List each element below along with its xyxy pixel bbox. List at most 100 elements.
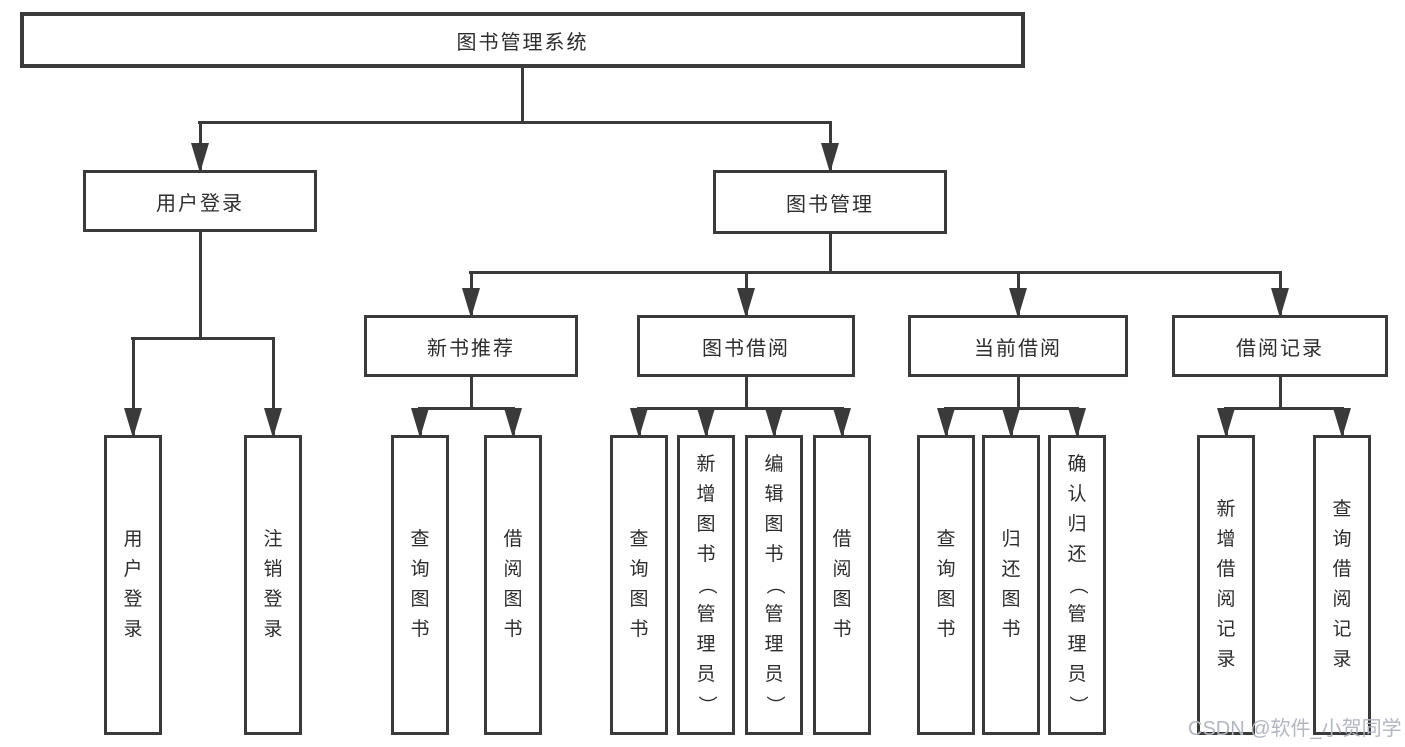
csdn-watermark: CSDN @软件_小贺同学	[1188, 718, 1402, 740]
connector-hline	[637, 406, 844, 410]
vertical-char: ）	[764, 695, 785, 715]
connector-vline	[131, 338, 135, 435]
vertical-char: 阅	[503, 559, 523, 580]
vertical-char: 书	[629, 619, 649, 640]
leaf-add-book-admin-label: 新增图书 （ 管理员 ）	[680, 438, 732, 732]
connector-vline	[469, 375, 473, 408]
leaf-add-book-admin: 新增图书 （ 管理员 ）	[677, 435, 735, 735]
leaf-edit-book-admin: 编辑图书（管理员）	[745, 435, 803, 735]
arrow-down-icon	[191, 143, 209, 173]
vertical-char: 图	[832, 589, 852, 610]
connector-hline	[131, 336, 275, 340]
vertical-char: 还	[1067, 544, 1087, 565]
vertical-char: 注	[263, 529, 283, 550]
vertical-char: 登	[123, 589, 143, 610]
connector-vline	[744, 375, 748, 408]
arrow-down-icon	[630, 408, 648, 438]
leaf-confirm-return-admin-label: 确认归还（管理员）	[1051, 438, 1103, 732]
connector-vline	[1016, 375, 1020, 408]
vertical-char: ）	[1067, 695, 1088, 715]
arrow-down-icon	[1217, 408, 1235, 438]
arrow-down-icon	[124, 408, 142, 438]
arrow-down-icon	[462, 288, 480, 318]
vertical-char: 书	[936, 619, 956, 640]
vertical-char: 理	[696, 634, 716, 655]
vertical-char: 查	[629, 529, 649, 550]
vertical-char: 管	[1067, 604, 1087, 625]
connector-vline	[828, 234, 832, 272]
connector-vline	[198, 232, 202, 338]
vertical-char: 书	[764, 544, 784, 565]
vertical-char: 阅	[1332, 589, 1352, 610]
leaf-user-login: 用户登录	[104, 435, 162, 735]
leaf-edit-book-admin-label: 编辑图书（管理员）	[748, 438, 800, 732]
vertical-char: 借	[832, 529, 852, 550]
leaf-add-borrow-record-label: 新增借阅记录	[1200, 438, 1252, 732]
arrow-down-icon	[1271, 288, 1289, 318]
arrow-down-icon	[1333, 408, 1351, 438]
vertical-char: 图	[764, 514, 784, 535]
arrow-down-icon	[765, 408, 783, 438]
arrow-down-icon	[697, 408, 715, 438]
vertical-char: 查	[410, 529, 430, 550]
leaf-borrow-books: 借阅图书	[813, 435, 871, 735]
arrow-down-icon	[821, 143, 839, 173]
vertical-char: 员	[1067, 664, 1087, 685]
vertical-char: ）	[696, 695, 717, 715]
leaf-logout-label: 注销登录	[247, 438, 299, 732]
vertical-char: 书	[696, 544, 716, 565]
vertical-char: 新	[696, 454, 716, 475]
vertical-char: 记	[1332, 619, 1352, 640]
node-current-borrow: 当前借阅	[908, 315, 1128, 377]
connector-hline	[198, 120, 832, 124]
leaf-user-login-label: 用户登录	[107, 438, 159, 732]
vertical-char: 还	[1001, 559, 1021, 580]
vertical-char: 查	[936, 529, 956, 550]
connector-vline	[1278, 375, 1282, 408]
vertical-char: 图	[696, 514, 716, 535]
leaf-borrow-books-recommend-label: 借阅图书	[487, 438, 539, 732]
vertical-char: 书	[410, 619, 430, 640]
vertical-char: 图	[503, 589, 523, 610]
vertical-char: 管	[696, 604, 716, 625]
leaf-return-book: 归还图书	[982, 435, 1040, 735]
vertical-char: 书	[1001, 619, 1021, 640]
vertical-char: 辑	[764, 484, 784, 505]
vertical-char: （	[696, 575, 717, 595]
node-book-management: 图书管理	[713, 170, 947, 234]
vertical-char: （	[764, 575, 785, 595]
arrow-down-icon	[1068, 408, 1086, 438]
leaf-borrow-books-recommend: 借阅图书	[484, 435, 542, 735]
vertical-char: 归	[1067, 514, 1087, 535]
vertical-char: 用	[123, 529, 143, 550]
leaf-borrow-books-label: 借阅图书	[816, 438, 868, 732]
node-book-borrow: 图书借阅	[637, 315, 855, 377]
vertical-char: 登	[263, 589, 283, 610]
arrow-down-icon	[833, 408, 851, 438]
arrow-down-icon	[1009, 288, 1027, 318]
leaf-query-books-borrow-label: 查询图书	[613, 438, 665, 732]
vertical-char: 记	[1216, 619, 1236, 640]
vertical-char: 销	[263, 559, 283, 580]
leaf-return-book-label: 归还图书	[985, 438, 1037, 732]
leaf-query-books-current-label: 查询图书	[920, 438, 972, 732]
vertical-char: 录	[123, 619, 143, 640]
vertical-char: 理	[764, 634, 784, 655]
vertical-char: 户	[123, 559, 143, 580]
vertical-char: 增	[1216, 529, 1236, 550]
vertical-char: 录	[263, 619, 283, 640]
vertical-char: 询	[410, 559, 430, 580]
leaf-confirm-return-admin: 确认归还（管理员）	[1048, 435, 1106, 735]
leaf-query-borrow-record: 查询借阅记录	[1313, 435, 1371, 735]
vertical-char: 员	[696, 664, 716, 685]
node-user-login: 用户登录	[83, 170, 317, 232]
node-new-book-recommend: 新书推荐	[364, 315, 578, 377]
vertical-char: 借	[1332, 559, 1352, 580]
vertical-char: 录	[1332, 649, 1352, 670]
vertical-char: 增	[696, 484, 716, 505]
vertical-char: 查	[1332, 499, 1352, 520]
vertical-char: 编	[764, 454, 784, 475]
leaf-query-books-current: 查询图书	[917, 435, 975, 735]
arrow-down-icon	[504, 408, 522, 438]
vertical-char: 书	[503, 619, 523, 640]
